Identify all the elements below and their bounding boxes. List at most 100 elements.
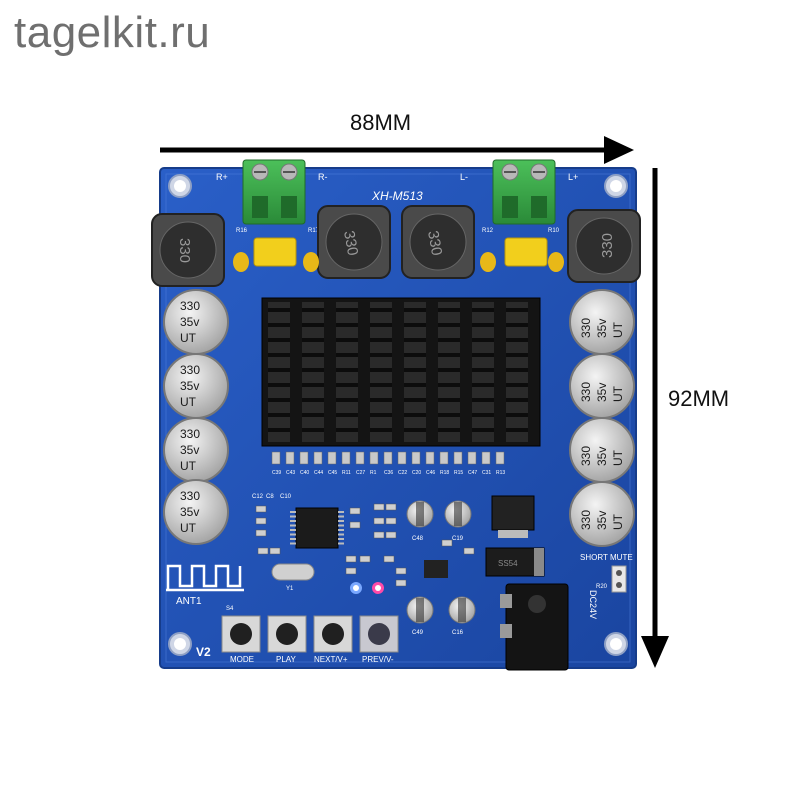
screw-terminal-left: [492, 159, 556, 225]
electrolytic-cap-right-1: 330 35v UT: [569, 289, 635, 355]
smd-part: [369, 451, 379, 465]
smd-part: [439, 451, 449, 465]
svg-text:330: 330: [579, 510, 593, 530]
ref-label: C44: [314, 470, 323, 476]
smd-part: [255, 505, 267, 513]
ic-pin: [290, 520, 296, 522]
smd-part: [257, 547, 269, 555]
smd-part: [255, 529, 267, 537]
smd-part: [395, 567, 407, 575]
ref-label: C12: [252, 494, 264, 500]
heatsink-fin-groove: [506, 413, 528, 417]
heatsink-fin-groove: [472, 413, 494, 417]
smd-part: [383, 451, 393, 465]
power-label: DC24V: [588, 590, 598, 619]
small-cap-c19: C19: [444, 500, 472, 542]
svg-text:UT: UT: [180, 395, 197, 409]
play-button-label: PLAY: [276, 655, 297, 664]
mute-label: MUTE: [610, 553, 633, 562]
heatsink-fin-groove: [404, 413, 426, 417]
smd-part: [271, 451, 281, 465]
heatsink-fin-groove: [302, 323, 324, 327]
heatsink-fin-groove: [302, 413, 324, 417]
heatsink-fin-groove: [336, 308, 358, 312]
ic-pin: [290, 538, 296, 540]
voltage-regulator: [491, 495, 535, 538]
heatsink-fin-groove: [404, 398, 426, 402]
electrolytic-cap-right-3: 330 35v UT: [569, 417, 635, 483]
svg-text:C49: C49: [412, 630, 424, 636]
heatsink-fin-groove: [472, 338, 494, 342]
smd-part: [299, 451, 309, 465]
width-dimension-arrow: [160, 136, 634, 164]
svg-text:35v: 35v: [595, 447, 609, 466]
heatsink-fin-groove: [506, 338, 528, 342]
heatsink-fin-groove: [506, 353, 528, 357]
svg-text:Y1: Y1: [286, 586, 294, 592]
smd-part: [269, 547, 281, 555]
svg-text:C48: C48: [412, 536, 424, 542]
ref-label: R12: [482, 228, 494, 234]
smd-part: [285, 451, 295, 465]
smd-row: [271, 451, 505, 465]
svg-text:UT: UT: [611, 321, 625, 338]
height-dimension-arrow: [641, 168, 669, 668]
ref-label: C47: [468, 470, 477, 476]
svg-text:UT: UT: [611, 449, 625, 466]
ref-label: R18: [440, 470, 449, 476]
ref-label: R13: [496, 470, 505, 476]
heatsink-fin-groove: [302, 368, 324, 372]
inductor-value: 330: [424, 229, 445, 257]
inductor-value: 330: [599, 233, 616, 258]
smd-part: [345, 555, 357, 563]
heatsink-fin-groove: [336, 413, 358, 417]
smd-part: [349, 507, 361, 515]
heatsink-fin-groove: [336, 353, 358, 357]
svg-text:C16: C16: [452, 630, 464, 636]
ref-label: R17: [308, 228, 320, 234]
heatsink-fin-groove: [370, 368, 392, 372]
ref-label: C20: [412, 470, 421, 476]
heatsink-fin-groove: [370, 308, 392, 312]
heatsink-fin-groove: [268, 413, 290, 417]
smd-part: [359, 555, 371, 563]
small-cap-c16: C16: [448, 596, 476, 636]
ref-label: R15: [454, 470, 463, 476]
heatsink-fin-groove: [302, 353, 324, 357]
heatsink-fin-groove: [268, 308, 290, 312]
svg-text:330: 330: [180, 489, 200, 503]
inductor-value: 330: [176, 238, 193, 263]
svg-text:330: 330: [579, 318, 593, 338]
heatsink-fin-groove: [268, 428, 290, 432]
film-capacitors: [233, 237, 564, 272]
svg-text:35v: 35v: [595, 383, 609, 402]
svg-text:330: 330: [180, 299, 200, 313]
smd-part: [355, 451, 365, 465]
heatsink-fin-groove: [404, 383, 426, 387]
pcb-antenna: [166, 564, 244, 592]
electrolytic-cap-left-2: 330 35v UT: [163, 353, 229, 419]
smd-part: [349, 521, 361, 529]
ic-pin: [338, 529, 344, 531]
heatsink-fin-groove: [472, 383, 494, 387]
heatsink-fin-groove: [302, 308, 324, 312]
ref-label: C27: [356, 470, 365, 476]
heatsink-fin-groove: [370, 428, 392, 432]
small-ic: [424, 560, 448, 578]
short-label: SHORT: [580, 553, 608, 562]
heatsink-fin-groove: [438, 398, 460, 402]
ic-pin: [290, 511, 296, 513]
ref-label: C45: [328, 470, 337, 476]
smd-part: [345, 567, 357, 575]
terminal-label-l-minus: L-: [460, 172, 468, 182]
smd-part: [341, 451, 351, 465]
heatsink-fin-groove: [268, 398, 290, 402]
small-cap-c49: C49: [406, 596, 434, 636]
ref-label: R10: [548, 228, 560, 234]
ic-pin: [290, 542, 296, 545]
svg-text:C19: C19: [452, 536, 464, 542]
smd-part: [255, 517, 267, 525]
svg-text:35v: 35v: [180, 379, 199, 393]
heatsink-fin-groove: [404, 338, 426, 342]
